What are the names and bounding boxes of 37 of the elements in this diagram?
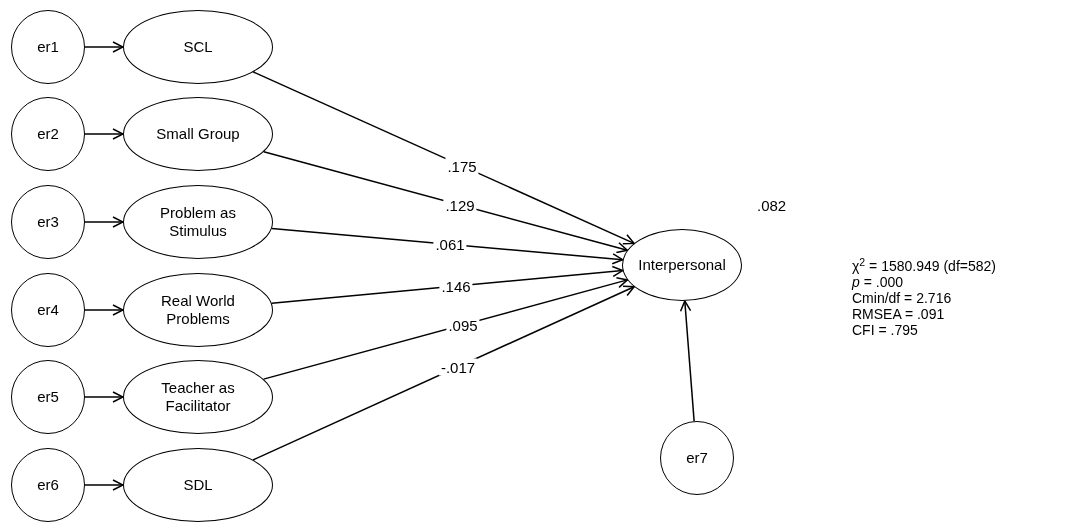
node-label: er2	[37, 125, 59, 143]
arrow	[263, 151, 629, 254]
edge-label: .095	[446, 316, 480, 334]
node-label: Problem as Stimulus	[159, 204, 237, 240]
edge-label: .129	[443, 196, 477, 214]
arrow	[84, 128, 124, 140]
arrow	[262, 276, 629, 380]
edge-label: -.017	[438, 358, 478, 376]
arrow	[84, 41, 124, 53]
node-label: Real World Problems	[160, 292, 236, 328]
fit-statistic: χ$^{2}$ = 1580.949 (df=582)	[852, 258, 996, 274]
arrow	[270, 265, 624, 304]
fit-statistic: RMSEA = .091	[852, 306, 946, 322]
node-label: er4	[37, 301, 59, 319]
node-label: SDL	[183, 476, 213, 494]
arrow	[271, 227, 624, 265]
node-label: er1	[37, 38, 59, 56]
arrow	[84, 479, 124, 491]
edge-label: .175	[445, 157, 479, 175]
fit-statistic: CFI = .795	[852, 322, 919, 338]
r-squared-value: .082	[757, 197, 787, 215]
node-label: er3	[37, 213, 59, 231]
node-label: SCL	[183, 38, 213, 56]
node-label: Interpersonal	[638, 256, 726, 274]
node-label: Small Group	[156, 125, 240, 143]
arrow	[84, 304, 124, 316]
arrow	[252, 285, 635, 461]
arrow	[679, 300, 695, 422]
node-label: er5	[37, 388, 59, 406]
node-label: Teacher as Facilitator	[160, 379, 236, 415]
arrow	[84, 216, 124, 228]
node-label: er7	[686, 449, 708, 467]
arrow	[252, 71, 635, 245]
fit-statistic: Cmin/df = 2.716	[852, 290, 953, 306]
node-label: er6	[37, 476, 59, 494]
fit-statistic: p = .000	[852, 274, 904, 290]
arrow	[84, 391, 124, 403]
